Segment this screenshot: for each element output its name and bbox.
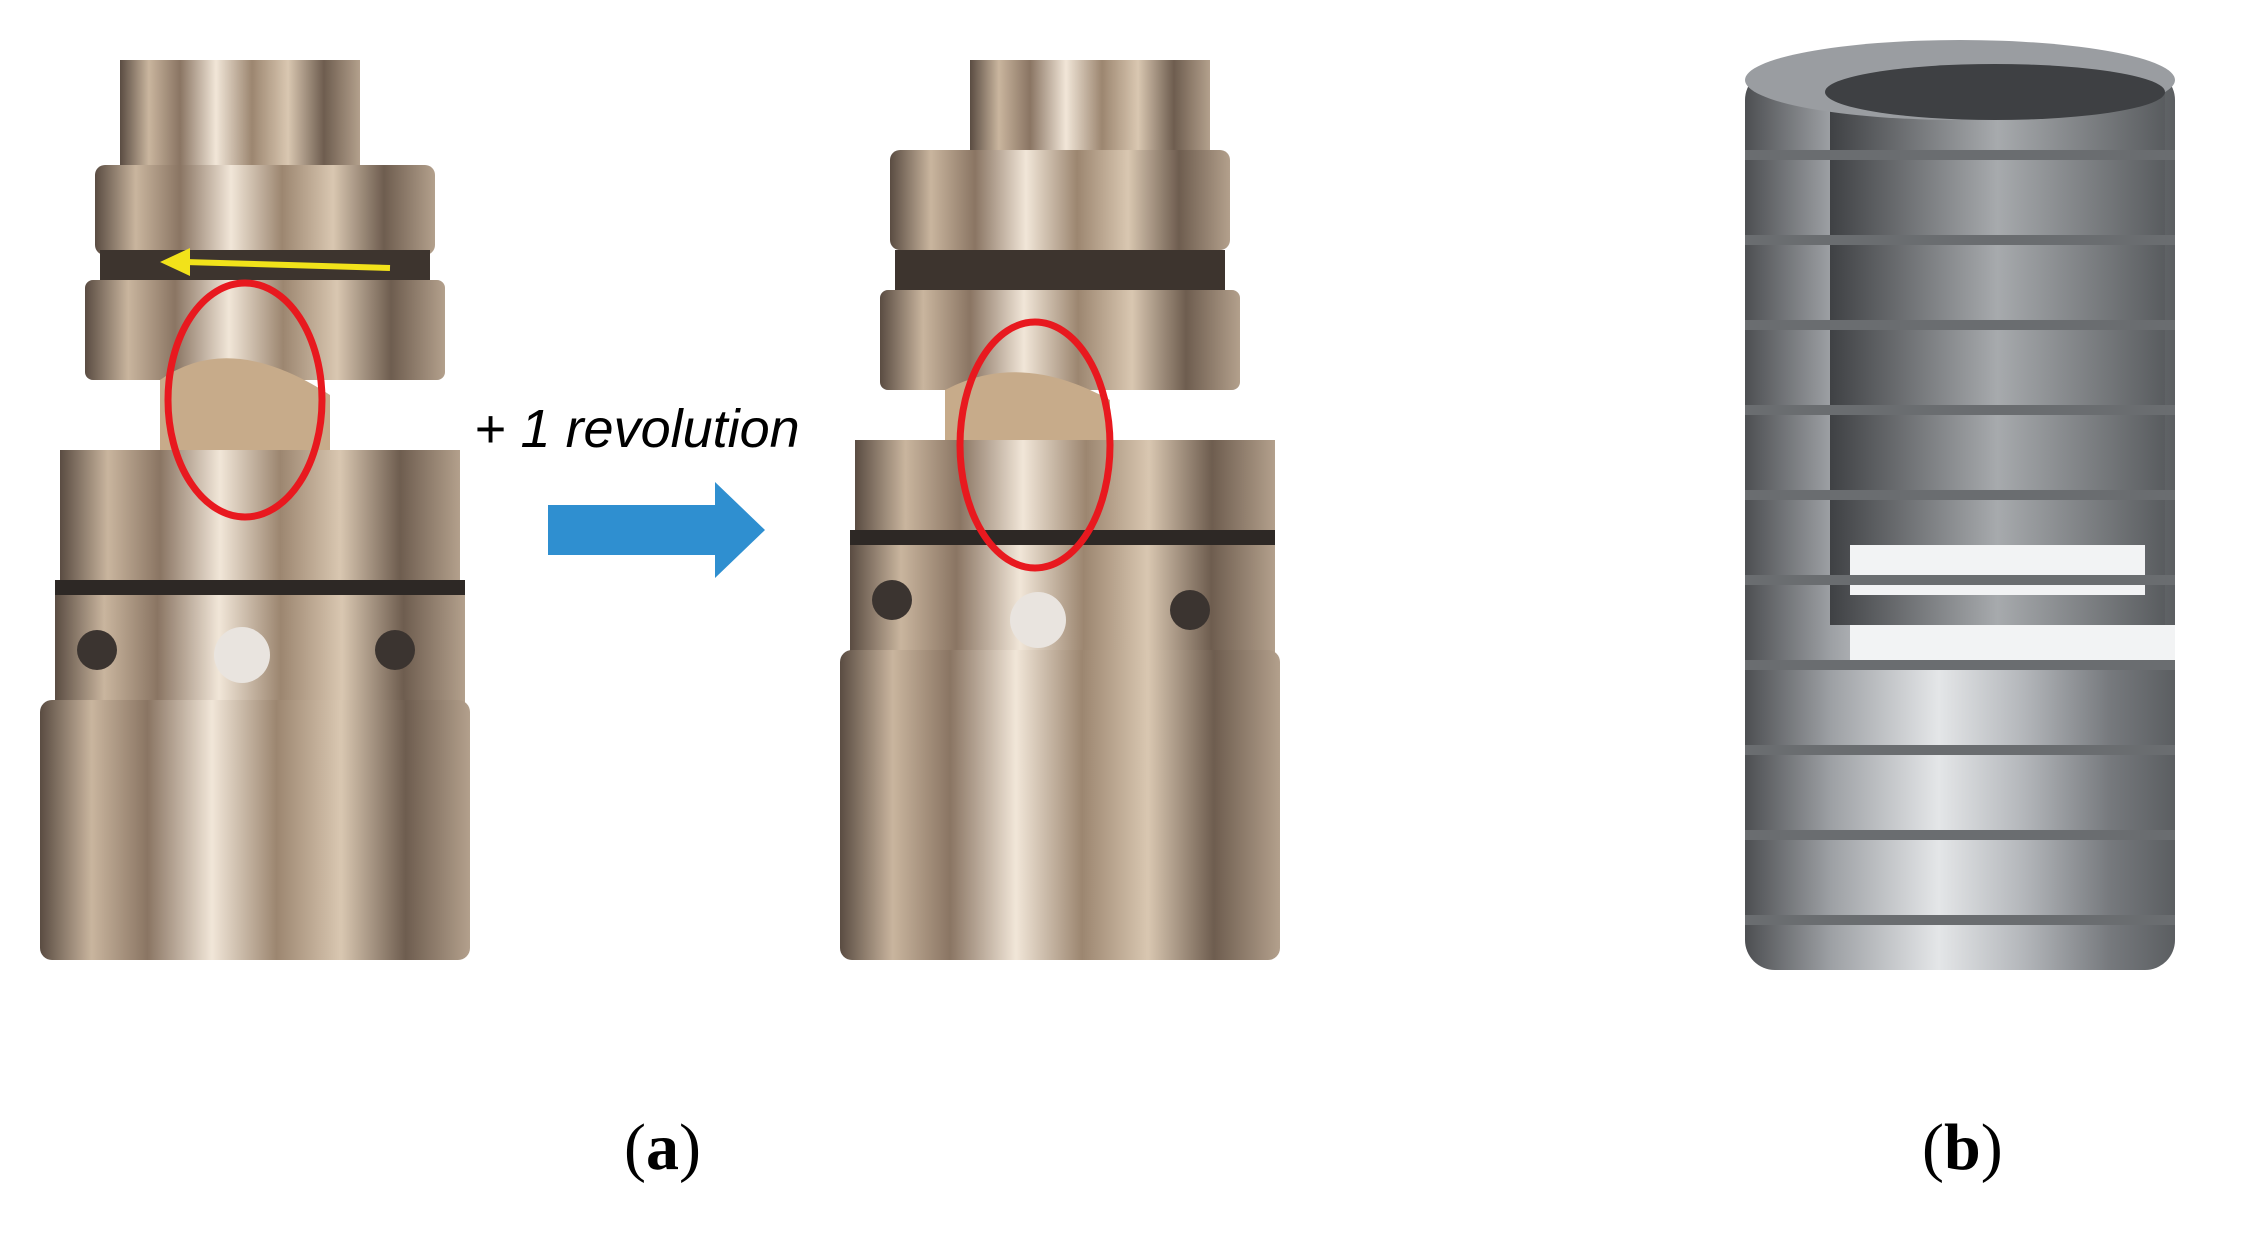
transition-arrow <box>548 482 765 578</box>
photo-coupling-before <box>40 60 470 960</box>
highlight-ellipse-after <box>956 318 1114 572</box>
panel-label-b: (b) <box>1922 1111 2003 1184</box>
render-threaded-sleeve <box>1745 40 2175 970</box>
highlight-ellipse-before <box>164 279 326 521</box>
rotation-caption: + 1 revolution <box>474 399 800 459</box>
photo-coupling-after <box>840 60 1280 960</box>
rotation-arrow <box>160 248 391 276</box>
panel-label-a: (a) <box>624 1111 701 1184</box>
